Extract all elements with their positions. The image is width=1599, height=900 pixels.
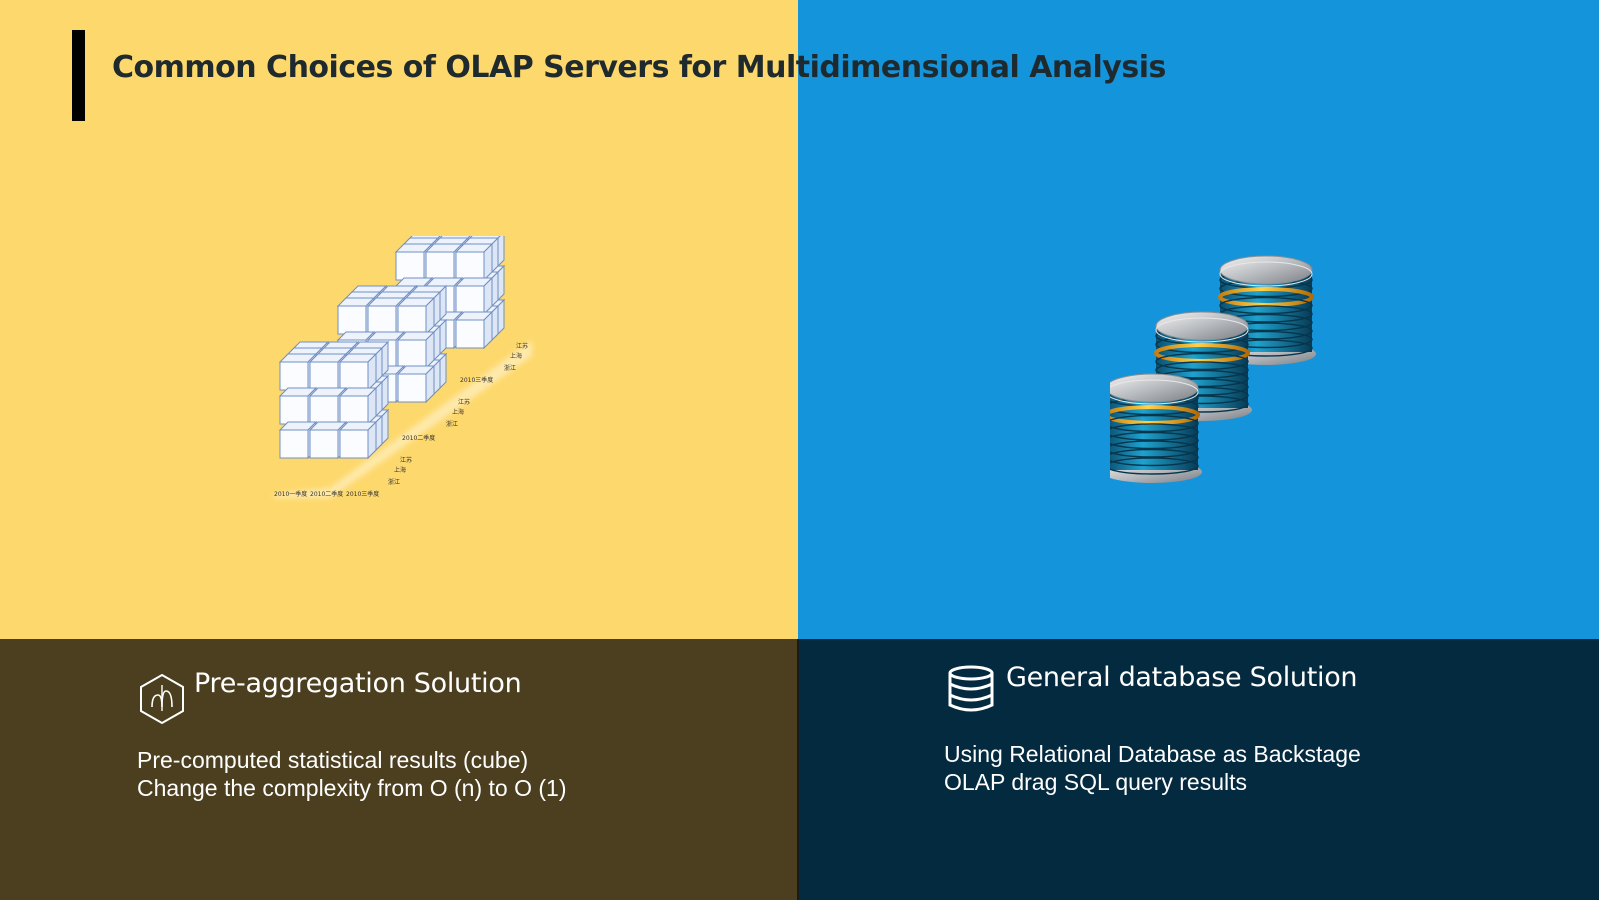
cube-label-q1: 2010一季度 bbox=[274, 490, 307, 498]
cube-label-r3c: 浙江 bbox=[504, 364, 516, 372]
cube-label-r2: 上海 bbox=[394, 466, 406, 474]
pre-aggregation-description: Pre-computed statistical results (cube) … bbox=[137, 746, 567, 802]
database-stack-illustration bbox=[1110, 255, 1316, 483]
cube-label-r1c: 江苏 bbox=[516, 342, 528, 350]
cube-label-q2: 2010二季度 bbox=[310, 490, 343, 498]
cube-label-r1b: 江苏 bbox=[458, 398, 470, 406]
slide-title: Common Choices of OLAP Servers for Multi… bbox=[112, 50, 1166, 85]
title-accent-bar bbox=[72, 30, 85, 121]
pre-aggregation-line-1: Pre-computed statistical results (cube) bbox=[137, 747, 529, 773]
cube-label-r2c: 上海 bbox=[510, 352, 522, 360]
general-database-line-2: OLAP drag SQL query results bbox=[944, 769, 1247, 795]
general-database-line-1: Using Relational Database as Backstage bbox=[944, 741, 1361, 767]
olap-cube-illustration: 2010一季度 2010二季度 2010三季度 江苏 上海 浙江 2010二季度… bbox=[274, 236, 532, 498]
cube-cell bbox=[339, 353, 377, 391]
cube-cell bbox=[339, 387, 377, 425]
cube-label-r3: 浙江 bbox=[388, 478, 400, 486]
pre-aggregation-line-2: Change the complexity from O (n) to O (1… bbox=[137, 775, 567, 801]
cube-label-q3: 2010三季度 bbox=[346, 490, 379, 498]
general-database-title: General database Solution bbox=[1006, 662, 1358, 693]
cube-cell bbox=[339, 421, 377, 459]
cube-label-r1: 江苏 bbox=[400, 456, 412, 464]
cube-cell bbox=[455, 277, 493, 315]
pre-aggregation-title: Pre-aggregation Solution bbox=[194, 668, 522, 699]
cube-cell bbox=[455, 311, 493, 349]
right-bottom-panel bbox=[798, 639, 1599, 900]
cube-cell bbox=[397, 331, 435, 369]
cube-label-r2b: 上海 bbox=[452, 408, 464, 416]
cube-label-q2b: 2010二季度 bbox=[402, 434, 435, 442]
left-bottom-panel bbox=[0, 639, 798, 900]
cube-cell bbox=[397, 297, 435, 335]
aggregation-hexagon-icon bbox=[140, 673, 184, 725]
cube-cell bbox=[397, 365, 435, 403]
cube-label-r3b: 浙江 bbox=[446, 420, 458, 428]
database-icon bbox=[948, 665, 994, 712]
database-cylinder bbox=[1110, 373, 1202, 483]
cube-label-q3b: 2010三季度 bbox=[460, 376, 493, 384]
cube-cell bbox=[455, 243, 493, 281]
general-database-description: Using Relational Database as Backstage O… bbox=[944, 740, 1361, 796]
panel-divider bbox=[797, 639, 799, 900]
